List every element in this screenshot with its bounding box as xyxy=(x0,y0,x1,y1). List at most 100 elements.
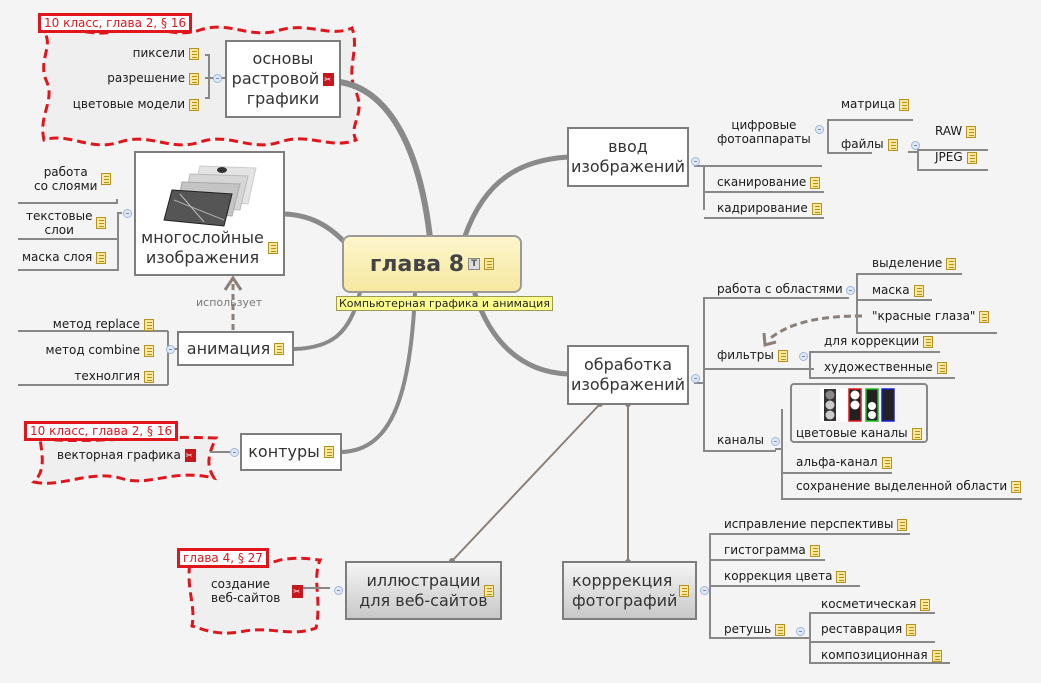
subtopic-save-selection[interactable]: сохранение выделенной области xyxy=(796,479,1022,493)
collapse-toggle[interactable] xyxy=(796,627,805,636)
note-icon[interactable] xyxy=(189,98,199,111)
note-icon[interactable] xyxy=(144,318,154,331)
note-icon[interactable] xyxy=(966,151,977,164)
note-icon[interactable] xyxy=(96,217,107,229)
boundary-label-raster[interactable]: 10 класс, глава 2, § 16 xyxy=(38,13,193,33)
note-icon[interactable] xyxy=(931,649,942,662)
subtopic-layer-mask[interactable]: маска слоя xyxy=(22,250,107,264)
subtopic-working-with-areas[interactable]: работа с областями xyxy=(717,282,843,296)
note-icon[interactable] xyxy=(899,98,910,111)
topic-raster-graphics[interactable]: основы растровой графики xyxy=(225,40,341,118)
note-icon[interactable] xyxy=(777,349,788,362)
boundary-label-vector[interactable]: 10 класс, глава 2, § 16 xyxy=(24,421,179,441)
subtopic-method-combine[interactable]: метод combine xyxy=(46,343,154,357)
text-icon[interactable]: T xyxy=(468,258,481,270)
subtopic-jpeg[interactable]: JPEG xyxy=(935,150,977,164)
note-icon[interactable] xyxy=(274,342,285,355)
note-icon[interactable] xyxy=(911,427,922,440)
collapse-toggle[interactable] xyxy=(700,586,709,595)
note-icon[interactable] xyxy=(144,344,154,357)
collapse-toggle[interactable] xyxy=(123,209,132,218)
boundary-label-web[interactable]: глава 4, § 27 xyxy=(177,548,269,568)
subtopic-files[interactable]: файлы xyxy=(841,137,898,151)
subtopic-channels[interactable]: каналы xyxy=(717,433,764,447)
note-icon[interactable] xyxy=(913,284,924,297)
subtopic-color-models[interactable]: цветовые модели xyxy=(73,97,199,111)
collapse-toggle[interactable] xyxy=(334,586,343,595)
subtopic-artistic[interactable]: художественные xyxy=(824,360,947,374)
note-icon[interactable] xyxy=(897,518,908,531)
note-icon[interactable] xyxy=(936,361,947,374)
note-icon[interactable] xyxy=(775,623,786,636)
subtopic-technology[interactable]: технолгия xyxy=(74,369,154,383)
note-icon[interactable] xyxy=(679,585,689,597)
pdf-attachment-icon[interactable] xyxy=(292,584,304,598)
subtopic-selection[interactable]: выделение xyxy=(872,256,957,270)
central-topic[interactable]: глава 8 T xyxy=(342,235,522,293)
subtopic-compositional[interactable]: композиционная xyxy=(821,648,942,662)
subtopic-for-correction[interactable]: для коррекции xyxy=(824,334,934,348)
note-icon[interactable] xyxy=(323,446,334,458)
note-icon[interactable] xyxy=(920,598,931,611)
collapse-toggle[interactable] xyxy=(691,157,700,166)
note-icon[interactable] xyxy=(923,335,934,348)
subtopic-mask[interactable]: маска xyxy=(872,283,924,297)
topic-contours[interactable]: контуры xyxy=(240,433,342,471)
note-icon[interactable] xyxy=(189,47,199,60)
note-icon[interactable] xyxy=(809,544,820,557)
collapse-toggle[interactable] xyxy=(230,448,239,457)
subtopic-retouch[interactable]: ретушь xyxy=(724,622,786,636)
subtopic-histogram[interactable]: гистограмма xyxy=(724,543,820,557)
note-icon[interactable] xyxy=(979,310,990,323)
subtopic-perspective-fix[interactable]: исправление перспективы xyxy=(724,517,908,531)
collapse-toggle[interactable] xyxy=(166,345,175,354)
subtopic-filters[interactable]: фильтры xyxy=(717,348,788,362)
subtopic-resolution[interactable]: разрешение xyxy=(107,71,199,85)
note-icon[interactable] xyxy=(484,258,495,270)
subtopic-cropping[interactable]: кадрирование xyxy=(717,201,822,215)
note-icon[interactable] xyxy=(966,125,977,138)
note-icon[interactable] xyxy=(906,623,917,636)
subtopic-cosmetic[interactable]: косметическая xyxy=(821,597,931,611)
subtopic-pixels[interactable]: пиксели xyxy=(133,46,199,60)
subtopic-restoration[interactable]: реставрация xyxy=(821,622,917,636)
subtopic-color-correction[interactable]: коррекция цвета xyxy=(724,569,847,583)
subtopic-method-replace[interactable]: метод replace xyxy=(53,317,154,331)
note-icon[interactable] xyxy=(484,585,494,597)
collapse-toggle[interactable] xyxy=(213,74,222,83)
note-icon[interactable] xyxy=(101,173,112,185)
note-icon[interactable] xyxy=(189,72,199,85)
note-icon[interactable] xyxy=(881,456,892,469)
pdf-attachment-icon[interactable] xyxy=(184,449,196,462)
note-icon[interactable] xyxy=(96,251,107,264)
collapse-toggle[interactable] xyxy=(911,141,920,150)
subtopic-alpha-channel[interactable]: альфа-канал xyxy=(796,455,892,469)
note-icon[interactable] xyxy=(811,202,822,215)
note-icon[interactable] xyxy=(810,176,821,189)
note-icon[interactable] xyxy=(267,242,278,254)
note-icon[interactable] xyxy=(144,370,154,383)
collapse-toggle[interactable] xyxy=(691,374,700,383)
collapse-toggle[interactable] xyxy=(846,286,855,295)
collapse-toggle[interactable] xyxy=(799,352,808,361)
note-icon[interactable] xyxy=(836,570,847,583)
collapse-toggle[interactable] xyxy=(815,125,824,134)
subtopic-scanning[interactable]: сканирование xyxy=(717,175,821,189)
note-icon[interactable] xyxy=(887,138,898,151)
pdf-attachment-icon[interactable] xyxy=(323,73,335,86)
subtopic-color-channels[interactable]: цветовые каналы xyxy=(790,383,928,443)
subtopic-matrix[interactable]: матрица xyxy=(841,97,910,111)
subtopic-red-eye[interactable]: "красные глаза" xyxy=(872,309,990,323)
note-icon[interactable] xyxy=(1011,480,1022,493)
note-icon[interactable] xyxy=(946,257,957,270)
subtopic-raw[interactable]: RAW xyxy=(935,124,977,138)
collapse-toggle[interactable] xyxy=(771,437,780,446)
